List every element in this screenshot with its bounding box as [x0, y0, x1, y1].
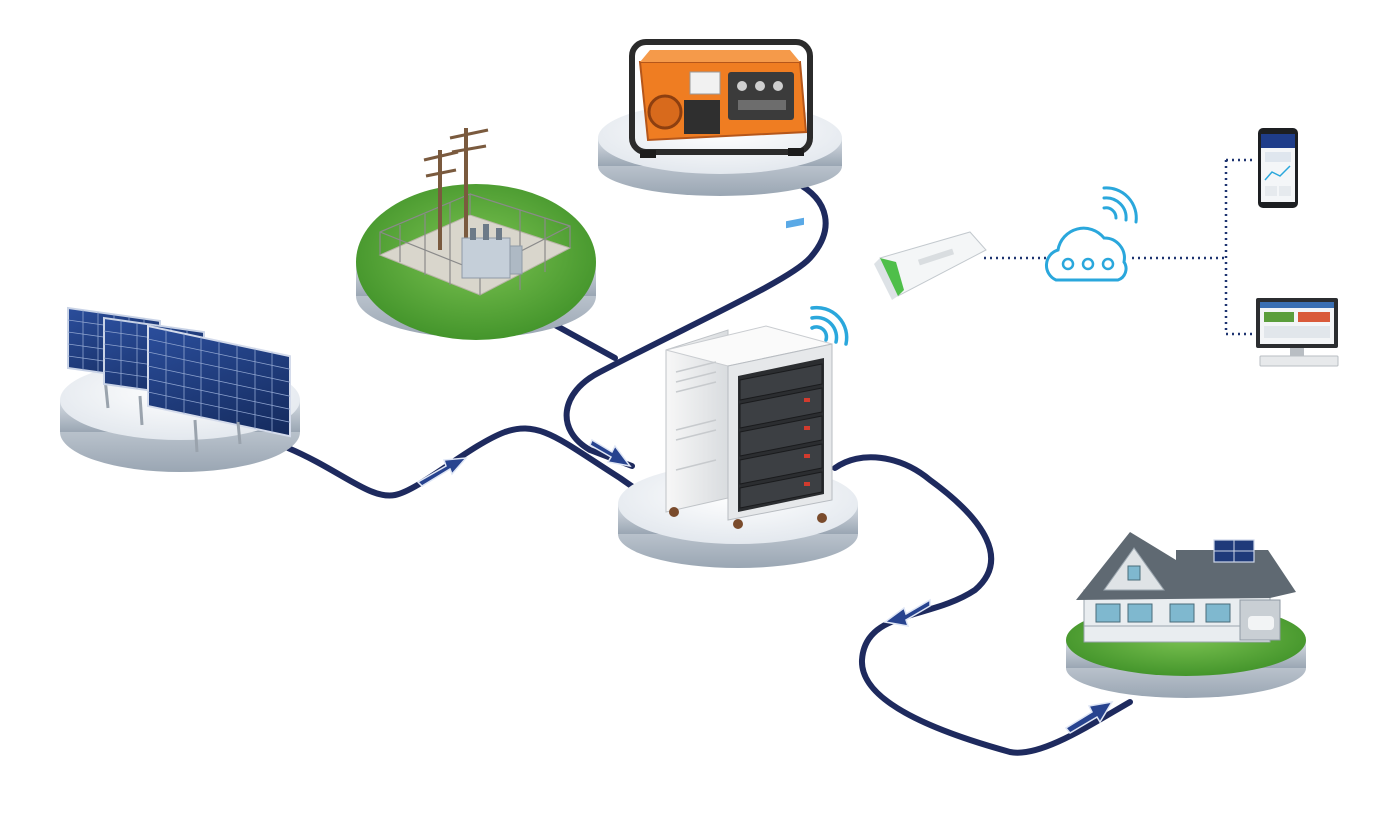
- solar-panel-icon: [67, 306, 291, 453]
- transformer-icon: [378, 128, 572, 296]
- smartphone-icon: [1258, 128, 1298, 208]
- data-links: [984, 158, 1256, 336]
- arrow-generator-flow: [589, 438, 632, 468]
- wifi-dongle-icon: [874, 231, 987, 300]
- generator-icon: [629, 39, 813, 158]
- cable-solar-to-battery: [285, 425, 643, 499]
- solar-node: [60, 306, 300, 472]
- generator-node: [598, 39, 842, 196]
- battery-rack-icon: [665, 217, 833, 529]
- cable-generator-to-battery: [563, 179, 829, 469]
- house-node: [1066, 532, 1306, 698]
- cloud-icon: [1045, 226, 1128, 282]
- flow-arrows: [416, 438, 1114, 734]
- monitor-icon: [1256, 298, 1339, 367]
- arrow-house-in-flow: [883, 598, 931, 627]
- wifi-icon: [810, 305, 849, 346]
- arrow-house-out-flow: [1064, 700, 1114, 734]
- battery-node: [618, 217, 858, 568]
- cable-grid-to-battery: [552, 322, 618, 361]
- house-icon: [1076, 532, 1296, 643]
- arrow-solar-flow: [416, 457, 468, 487]
- cloud-wifi-icon: [1102, 186, 1138, 224]
- grid-node: [356, 128, 596, 340]
